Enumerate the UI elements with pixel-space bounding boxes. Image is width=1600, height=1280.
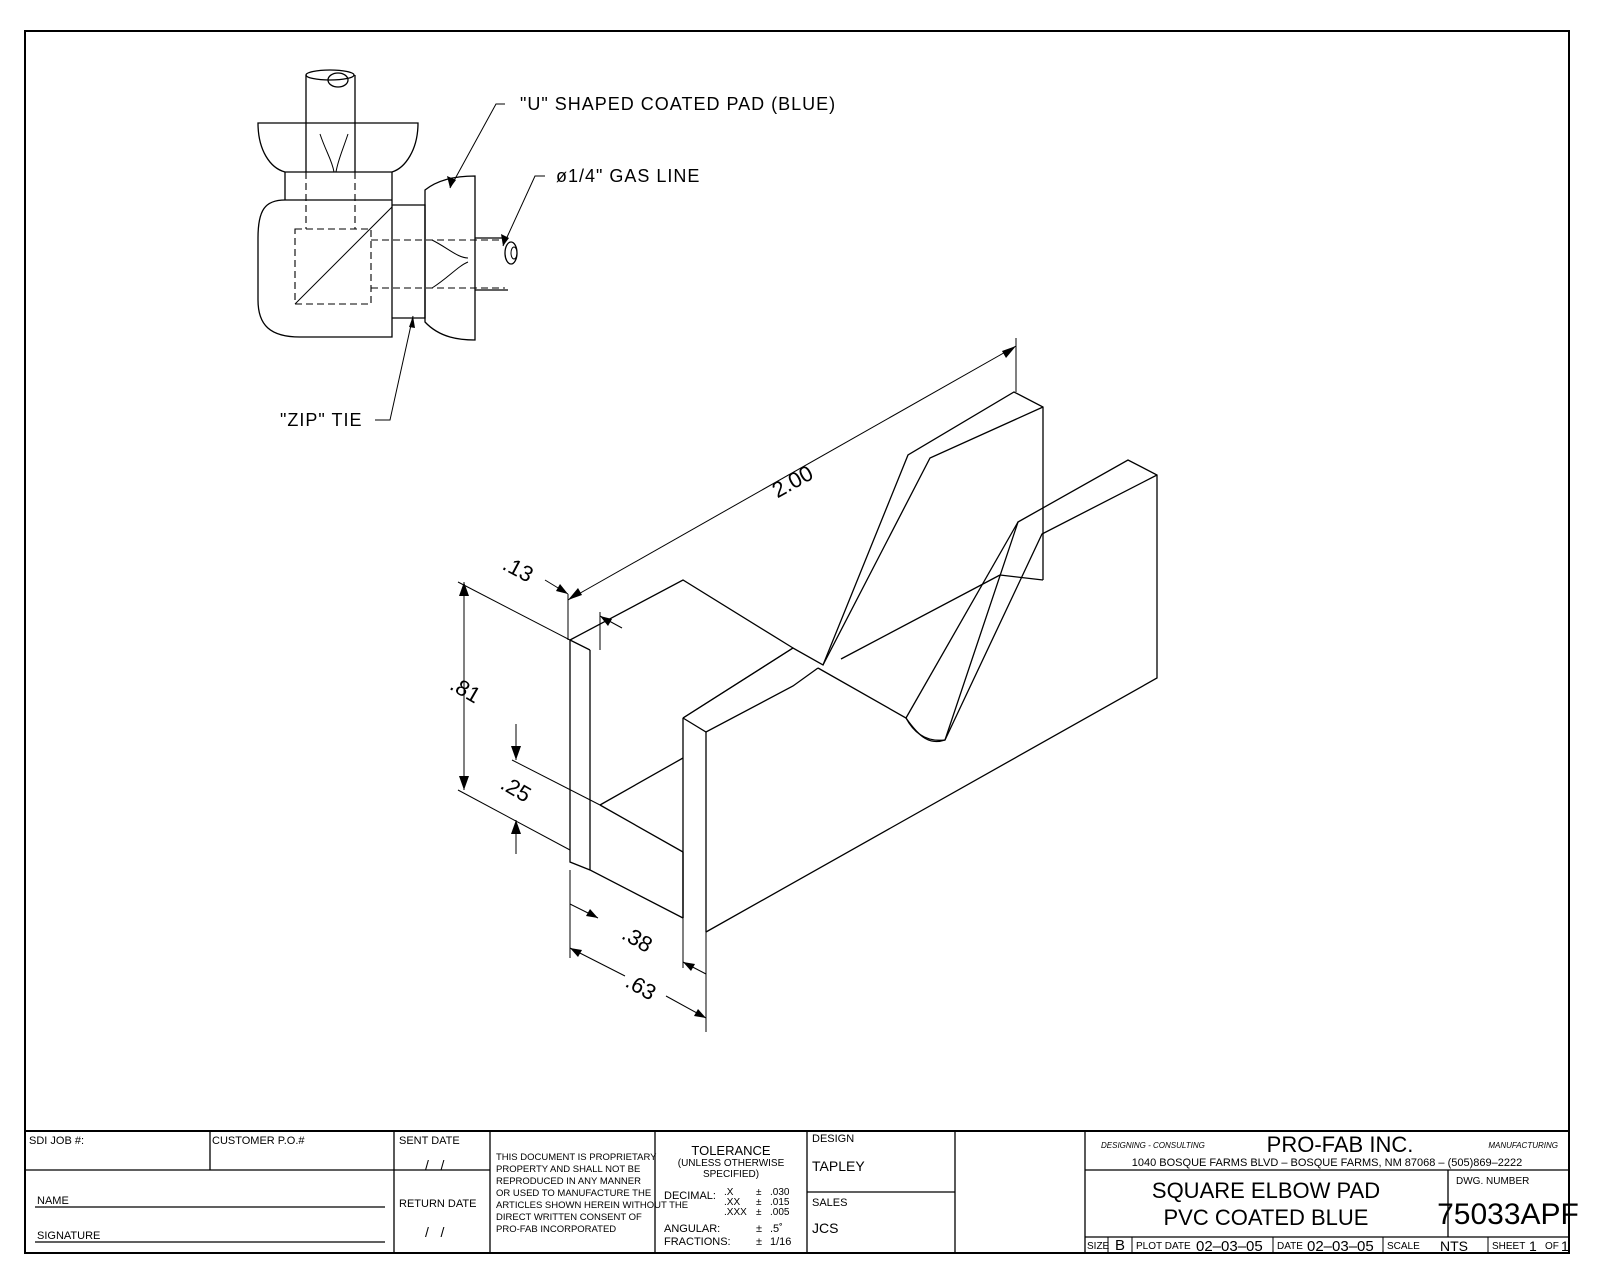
company-address: 1040 BOSQUE FARMS BLVD – BOSQUE FARMS, N… xyxy=(1132,1157,1522,1169)
pm-1: ± xyxy=(756,1187,762,1198)
title-block xyxy=(25,1130,1569,1253)
dim-base: .25 xyxy=(497,770,536,807)
name-label: NAME xyxy=(37,1195,69,1207)
customer-po-label: CUSTOMER P.O.# xyxy=(212,1135,305,1147)
sales-value: JCS xyxy=(812,1220,838,1236)
angular-label: ANGULAR: xyxy=(664,1223,720,1235)
pm-2: ± xyxy=(756,1197,762,1208)
left-tagline: DESIGNING - CONSULTING xyxy=(1101,1141,1205,1150)
date-label: DATE xyxy=(1277,1241,1303,1252)
sheet-label: SHEET xyxy=(1492,1241,1525,1252)
dwg-number-label: DWG. NUMBER xyxy=(1456,1176,1529,1187)
proprietary-line: ARTICLES SHOWN HEREIN WITHOUT THE xyxy=(496,1200,688,1211)
dim-length: 2.00 xyxy=(768,460,818,503)
fractions-value: 1/16 xyxy=(770,1236,791,1248)
dim-wall: .13 xyxy=(499,551,538,587)
scale-value: NTS xyxy=(1440,1238,1468,1254)
angular-value: .5˚ xyxy=(770,1223,783,1235)
proprietary-line: PRO-FAB INCORPORATED xyxy=(496,1224,616,1235)
drawing-title-line-2: PVC COATED BLUE xyxy=(1164,1205,1369,1230)
drawing-title-line-1: SQUARE ELBOW PAD xyxy=(1152,1178,1380,1203)
tolerance-sub-2: SPECIFIED) xyxy=(703,1169,759,1180)
callout-u-pad: "U" SHAPED COATED PAD (BLUE) xyxy=(520,94,836,114)
pm-5: ± xyxy=(756,1236,762,1248)
decimal-value-3: .005 xyxy=(770,1207,790,1218)
decimal-value-1: .030 xyxy=(770,1187,790,1198)
proprietary-line: OR USED TO MANUFACTURE THE xyxy=(496,1188,651,1199)
size-value: B xyxy=(1115,1237,1125,1254)
right-tagline: MANUFACTURING xyxy=(1488,1141,1558,1150)
return-date-label: RETURN DATE xyxy=(399,1198,476,1210)
decimal-place-2: .XX xyxy=(724,1197,740,1208)
callout-gas-line: ø1/4" GAS LINE xyxy=(556,166,700,186)
sales-label: SALES xyxy=(812,1197,847,1209)
dim-inner: .38 xyxy=(618,921,657,958)
sent-date-value: / / xyxy=(425,1157,445,1173)
signature-label: SIGNATURE xyxy=(37,1230,100,1242)
drawing-border xyxy=(24,30,1570,1254)
of-value: 1 xyxy=(1561,1238,1569,1254)
callout-leaders xyxy=(375,103,545,421)
decimal-value-2: .015 xyxy=(770,1197,790,1208)
company-name: PRO-FAB INC. xyxy=(1267,1132,1414,1157)
assembly-detail xyxy=(257,69,518,341)
pm-4: ± xyxy=(756,1223,762,1235)
date-value: 02–03–05 xyxy=(1307,1238,1374,1255)
proprietary-line: REPRODUCED IN ANY MANNER xyxy=(496,1176,641,1187)
pm-3: ± xyxy=(756,1207,762,1218)
dwg-number: 75033APF xyxy=(1437,1198,1579,1231)
sdi-job-label: SDI JOB #: xyxy=(29,1135,84,1147)
decimal-place-3: .XXX xyxy=(724,1207,747,1218)
return-date-value: / / xyxy=(425,1224,445,1240)
fractions-label: FRACTIONS: xyxy=(664,1236,731,1248)
plot-date-value: 02–03–05 xyxy=(1196,1238,1263,1255)
size-label: SIZE xyxy=(1087,1241,1110,1252)
of-label: OF xyxy=(1545,1241,1559,1252)
dim-width: .63 xyxy=(622,968,661,1005)
decimal-place-1: .X xyxy=(724,1187,734,1198)
tolerance-title: TOLERANCE xyxy=(691,1143,771,1158)
proprietary-line: THIS DOCUMENT IS PROPRIETARY xyxy=(496,1152,657,1163)
proprietary-line: PROPERTY AND SHALL NOT BE xyxy=(496,1164,640,1175)
decimal-label: DECIMAL: xyxy=(664,1190,716,1202)
design-value: TAPLEY xyxy=(812,1158,865,1174)
dim-height: .81 xyxy=(446,671,485,708)
callout-zip-tie: "ZIP" TIE xyxy=(280,410,362,430)
plot-date-label: PLOT DATE xyxy=(1136,1241,1191,1252)
dimension-lines xyxy=(457,338,1017,1032)
scale-label: SCALE xyxy=(1387,1241,1420,1252)
isometric-pad xyxy=(569,391,1158,933)
sent-date-label: SENT DATE xyxy=(399,1135,460,1147)
proprietary-line: DIRECT WRITTEN CONSENT OF xyxy=(496,1212,642,1223)
sheet-value: 1 xyxy=(1529,1238,1537,1254)
design-label: DESIGN xyxy=(812,1133,854,1145)
tolerance-sub-1: (UNLESS OTHERWISE xyxy=(678,1158,785,1169)
